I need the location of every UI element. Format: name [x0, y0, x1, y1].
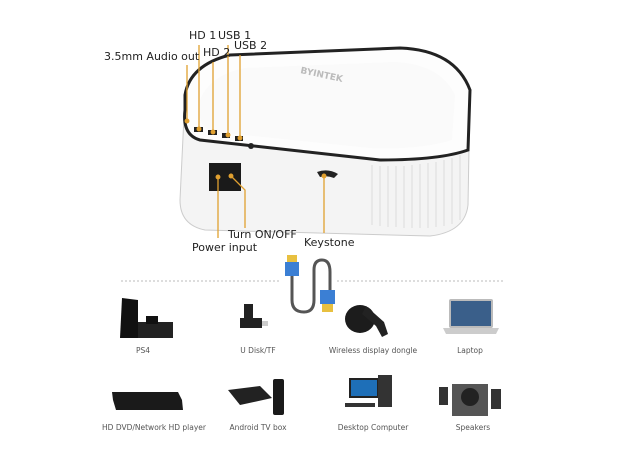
- device-label-desktop: Desktop Computer: [337, 423, 409, 432]
- callout-keystone: Keystone: [304, 236, 355, 249]
- game-console-icon: [120, 298, 173, 338]
- device-label-dvd: HD DVD/Network HD player: [102, 423, 206, 432]
- hdmi-cable-icon: [285, 255, 335, 314]
- device-label-udisk: U Disk/TF: [240, 346, 276, 355]
- callout-hd1: HD 1: [189, 29, 217, 42]
- callout-usb2: USB 2: [234, 39, 268, 52]
- dvd-player-icon: [112, 392, 183, 410]
- device-label-speakers: Speakers: [455, 423, 491, 432]
- callout-turn-on-off: Turn ON/OFF: [228, 228, 297, 241]
- dongle-icon: [345, 305, 388, 337]
- speakers-icon: [439, 384, 501, 416]
- laptop-icon: [443, 299, 499, 334]
- usb-drive-icon: [240, 304, 268, 328]
- device-label-laptop: Laptop: [457, 346, 483, 355]
- device-label-dongle: Wireless display dongle: [328, 346, 418, 355]
- device-label-tv-box: Android TV box: [229, 423, 287, 432]
- tv-box-icon: [228, 379, 284, 415]
- callout-power-input: Power input: [192, 241, 258, 254]
- callout-lines: [184, 45, 327, 238]
- device-label-ps4: PS4: [135, 346, 151, 355]
- callout-hd2: HD 2: [203, 46, 231, 59]
- desktop-computer-icon: [345, 375, 392, 407]
- projector: BYINTEK: [179, 46, 472, 237]
- callout-audio-out: 3.5mm Audio out: [104, 50, 200, 63]
- callout-usb1: USB 1: [218, 29, 252, 42]
- power-panel: [209, 163, 241, 191]
